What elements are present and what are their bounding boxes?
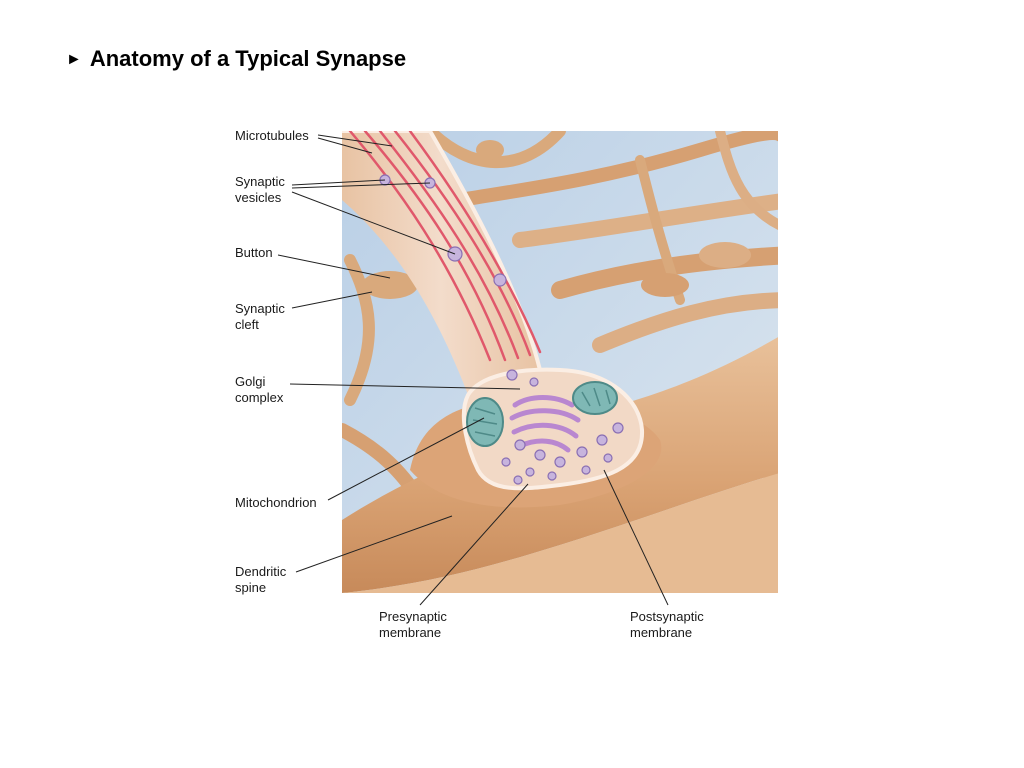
label-presynaptic-membrane-line2: membrane <box>379 625 441 640</box>
golgi-complex-shape <box>509 395 581 453</box>
label-dendritic-spine-line1: Dendritic <box>235 564 287 579</box>
label-postsynaptic-membrane-line1: Postsynaptic <box>630 609 704 624</box>
axon-stalk <box>342 131 540 400</box>
slide-title: ► Anatomy of a Typical Synapse <box>66 46 406 72</box>
bullet-arrow-icon: ► <box>66 51 82 68</box>
synaptic-vesicle-dots <box>379 174 624 485</box>
mitochondrion-shapes <box>466 381 618 447</box>
label-microtubules: Microtubules <box>235 128 309 143</box>
label-presynaptic-membrane-line1: Presynaptic <box>379 609 447 624</box>
illustration-panel <box>342 131 778 593</box>
label-postsynaptic-membrane-line2: membrane <box>630 625 692 640</box>
label-synaptic-cleft-line1: Synaptic <box>235 301 285 316</box>
label-golgi-complex-line1: Golgi <box>235 374 265 389</box>
label-synaptic-cleft-line2: cleft <box>235 317 259 332</box>
background-boutons <box>362 140 751 299</box>
microtubule-strands <box>348 131 542 362</box>
label-golgi-complex-line2: complex <box>235 390 284 405</box>
label-dendritic-spine-line2: spine <box>235 580 266 595</box>
label-mitochondrion: Mitochondrion <box>235 495 317 510</box>
slide-title-text: Anatomy of a Typical Synapse <box>89 46 407 71</box>
label-button: Button <box>235 245 273 260</box>
label-synaptic-vesicles-line1: Synaptic <box>235 174 285 189</box>
leader-lines <box>277 134 669 606</box>
label-synaptic-vesicles-line2: vesicles <box>235 190 282 205</box>
dendrite-lower <box>342 473 778 593</box>
